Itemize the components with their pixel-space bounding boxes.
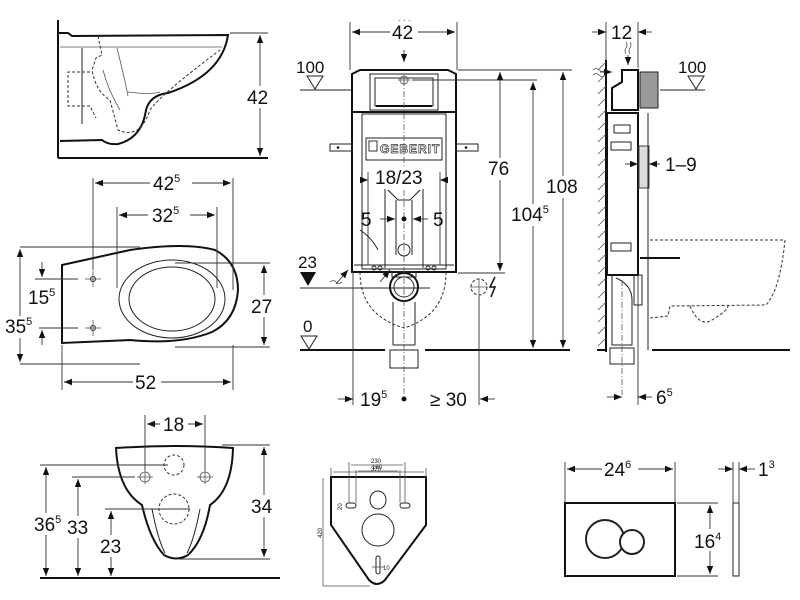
- dim-label-power-offset: ≥ 30: [430, 390, 467, 411]
- brand-logo: GEBERIT: [380, 142, 440, 156]
- dim-label-pad-inner: 180: [372, 465, 383, 471]
- dim-label-height-33: 33: [67, 518, 88, 539]
- dim-label-left-offset: 195: [360, 389, 387, 411]
- level-label-100: 100: [296, 58, 324, 77]
- bowl-outline: [58, 32, 230, 146]
- level-marker-0: [300, 335, 318, 350]
- level-marker-23: [300, 272, 316, 286]
- dim-label-height-76: 76: [488, 159, 509, 180]
- dim-label-frame-width: 42: [392, 23, 413, 44]
- dim-label-height-23: 23: [100, 537, 121, 558]
- flush-plate-view: 246 164 13: [564, 458, 775, 577]
- bowl-front-view: 18 365 33 23 34: [32, 413, 280, 579]
- dim-label-width: 355: [5, 316, 32, 338]
- flush-button-small: [619, 529, 645, 555]
- frame-front-view: GEBERIT: [296, 19, 583, 411]
- dim-label-opening: 27: [251, 297, 272, 318]
- level-marker-100: [306, 75, 324, 90]
- water-inlet-icon: [592, 68, 606, 77]
- dim-label-height-104-5: 1045: [511, 204, 549, 226]
- dim-label-plate-height: 164: [694, 531, 721, 553]
- dim-label-slot-height: 20: [338, 503, 344, 510]
- dim-label-offset-left: 5: [361, 210, 372, 231]
- dim-label-length: 52: [135, 373, 156, 394]
- flush-button-large: [585, 519, 625, 559]
- dim-label-pad-height: 420: [318, 527, 324, 538]
- bowl-top-outline: [61, 245, 240, 345]
- dim-label-depth: 12: [611, 23, 632, 44]
- dim-label-fixing-outer: 425: [153, 173, 180, 195]
- dim-label-height: 42: [247, 88, 268, 109]
- dim-label-bolt-spacing: 18/23: [375, 168, 423, 189]
- bowl-top-view: 425 325 155 355 27 52: [3, 172, 278, 394]
- level-marker-100: [687, 75, 705, 90]
- sound-pad-view: 370 230 180 420 20 10: [318, 459, 427, 587]
- dim-label-front-fixing: 18: [163, 415, 184, 436]
- dim-label-offset-right: 5: [433, 210, 444, 231]
- dim-label-plate-gap: 1–9: [665, 155, 697, 176]
- dim-label-fixing-spacing: 155: [28, 287, 55, 309]
- level-label-0: 0: [303, 317, 312, 336]
- level-label-100: 100: [678, 58, 706, 77]
- dim-label-pad-mid: 230: [371, 459, 382, 465]
- dim-label-bowl-height: 34: [251, 497, 273, 518]
- bowl-side-view: 42: [57, 20, 273, 159]
- dim-label-height-36-5: 365: [34, 514, 61, 536]
- sound-pad-outline: [330, 476, 427, 585]
- dim-label-plate-thickness: 13: [758, 459, 775, 481]
- flush-plate-side: [732, 502, 740, 577]
- dim-label-plate-width: 246: [604, 459, 631, 481]
- dim-label-slot-width: 10: [383, 566, 390, 572]
- dim-label-drain-offset: 65: [656, 387, 673, 409]
- dim-label-height-108: 108: [546, 177, 578, 198]
- bowl-front-outline: [114, 445, 235, 560]
- power-icon: [488, 276, 497, 298]
- flush-plate-outline: [564, 502, 676, 577]
- dim-label-fixing-inner: 325: [152, 205, 179, 227]
- level-label-23: 23: [298, 253, 317, 272]
- frame-side-view: 12 100 1–9 65: [592, 22, 790, 409]
- dim-label-pad-outer: 370: [371, 467, 382, 473]
